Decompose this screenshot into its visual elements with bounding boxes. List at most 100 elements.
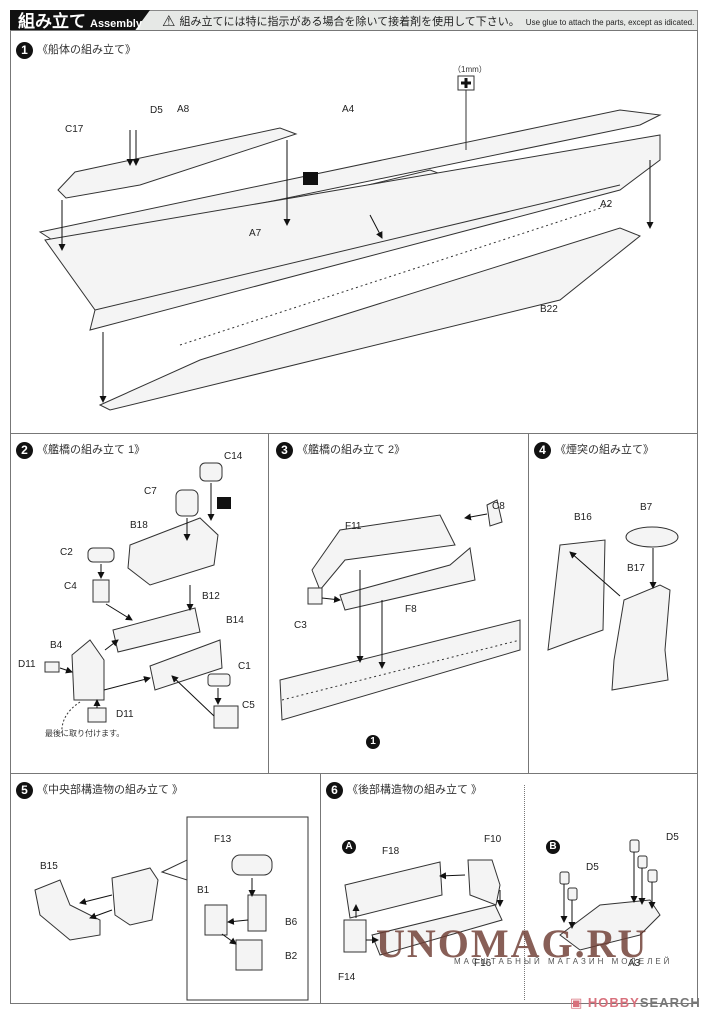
step-number-badge: 2 — [16, 441, 33, 459]
sub-step-label: B — [546, 840, 560, 854]
part-label: B14 — [226, 615, 244, 626]
step-3-header: 3 《艦橋の組み立て 2》 — [276, 441, 405, 459]
part-label: B2 — [285, 951, 298, 962]
sub-divider-6ab — [524, 785, 525, 1000]
step3-drawing — [279, 499, 521, 721]
part-label: F11 — [345, 521, 362, 532]
col-divider-2-3 — [268, 433, 269, 773]
part-b2 — [235, 939, 263, 971]
part-b14 — [149, 639, 223, 691]
part-label: F13 — [214, 834, 232, 845]
part-label: B1 — [197, 885, 210, 896]
part-label: C2 — [60, 547, 73, 558]
part-label: B7 — [640, 502, 653, 513]
part-f13 — [231, 854, 273, 876]
step-number-badge: 1 — [16, 41, 33, 59]
part-f10 — [467, 859, 501, 906]
step1-drawing — [38, 75, 662, 411]
part-label: F16 — [474, 958, 492, 969]
part-c3 — [307, 587, 323, 605]
part-label: A8 — [177, 104, 190, 115]
part-c1 — [207, 673, 231, 687]
step1-arrow-a7 — [369, 214, 383, 239]
part-label: A2 — [600, 199, 613, 210]
watermark-tagline: МАСШТАБНЫЙ МАГАЗИН МОДЕЛЕЙ — [454, 957, 673, 966]
watermark-logo: UNOMAG.RU — [376, 921, 649, 966]
part-f16 — [371, 904, 503, 956]
step-title: 《煙突の組み立て》 — [555, 444, 654, 456]
part-label: B15 — [40, 861, 58, 872]
part-d5-5 — [647, 869, 658, 883]
step-title: 《後部構造物の組み立て 》 — [347, 784, 483, 796]
part-b18 — [127, 517, 219, 586]
step-title: 《中央部構造物の組み立て 》 — [37, 784, 184, 796]
part-label: B12 — [202, 591, 220, 602]
sub-step-label: A — [342, 840, 356, 854]
credit-part2: SEARCH — [639, 995, 701, 1010]
part-d5-1 — [559, 871, 570, 885]
assembly-header-title-box — [10, 10, 150, 33]
part-label: A3 — [628, 958, 641, 969]
step-1-header: 1 《船体の組み立て》 — [16, 41, 136, 59]
part-label: C5 — [242, 700, 255, 711]
col-divider-3-4 — [528, 433, 529, 773]
part-d11-side — [44, 661, 60, 673]
step5-detail-box — [186, 816, 309, 1001]
part-label: D11 — [18, 659, 36, 670]
part-d5-2 — [567, 887, 578, 901]
part-b12 — [112, 607, 201, 653]
part-label: C4 — [64, 581, 77, 592]
step-title: 《艦橋の組み立て 2》 — [297, 444, 406, 456]
part-d5-4 — [637, 855, 648, 869]
part-b1 — [204, 904, 228, 936]
part-label: A7 — [249, 228, 262, 239]
part-d11-front — [87, 707, 107, 723]
hobby-search-credit: ▣ HOBBYSEARCH — [570, 995, 701, 1011]
part-label: B18 — [130, 520, 148, 531]
part-c14 — [199, 462, 223, 482]
part-b6 — [247, 894, 267, 932]
glue-warning-ja: 組み立てには特に指示がある場合を除いて接着剤を使用して下さい。 — [179, 16, 520, 28]
part-label: D5 — [150, 105, 163, 116]
row-divider-1 — [10, 433, 698, 434]
part-f18 — [344, 861, 443, 919]
step-title: 《艦橋の組み立て 1》 — [37, 444, 146, 456]
part-c8 — [486, 499, 503, 527]
part-label: B16 — [574, 512, 592, 523]
sub-step-a-badge: A — [342, 836, 356, 854]
sub-step-b-badge: B — [546, 836, 560, 854]
paint-brush-icon — [217, 497, 231, 509]
part-label: C8 — [492, 501, 505, 512]
part-label: F18 — [382, 846, 400, 857]
part-label: B22 — [540, 304, 558, 315]
thickness-note: （1mm） — [453, 65, 487, 74]
step-number-badge: 3 — [276, 441, 293, 459]
part-label: C14 — [224, 451, 243, 462]
part-label: C1 — [238, 661, 251, 672]
part-c4 — [92, 579, 110, 603]
part-d5-3 — [629, 839, 640, 853]
step-title: 《船体の組み立て》 — [37, 44, 136, 56]
part-b15 — [34, 879, 101, 941]
part-label: B17 — [627, 563, 645, 574]
part-b4 — [71, 639, 105, 701]
assembly-title-en: Assembly — [90, 18, 142, 30]
step-5-header: 5 《中央部構造物の組み立て 》 — [16, 781, 183, 799]
step-number-badge: 4 — [534, 441, 551, 459]
step5-drawing — [34, 816, 309, 1001]
step-number-badge: 6 — [326, 781, 343, 799]
part-label: F10 — [484, 834, 502, 845]
step-6-header: 6 《後部構造物の組み立て 》 — [326, 781, 482, 799]
part-b17 — [611, 584, 671, 691]
warning-triangle-icon: ⚠ — [162, 13, 176, 30]
part-label: A4 — [342, 104, 355, 115]
step-number-badge: 5 — [16, 781, 33, 799]
part-f8 — [339, 547, 476, 611]
part-b7 — [625, 526, 679, 548]
row-divider-2 — [10, 773, 698, 774]
hobby-search-logo-icon: ▣ — [570, 995, 588, 1010]
step-4-header: 4 《煙突の組み立て》 — [534, 441, 654, 459]
part-c2 — [87, 547, 115, 563]
part-label: B4 — [50, 640, 63, 651]
